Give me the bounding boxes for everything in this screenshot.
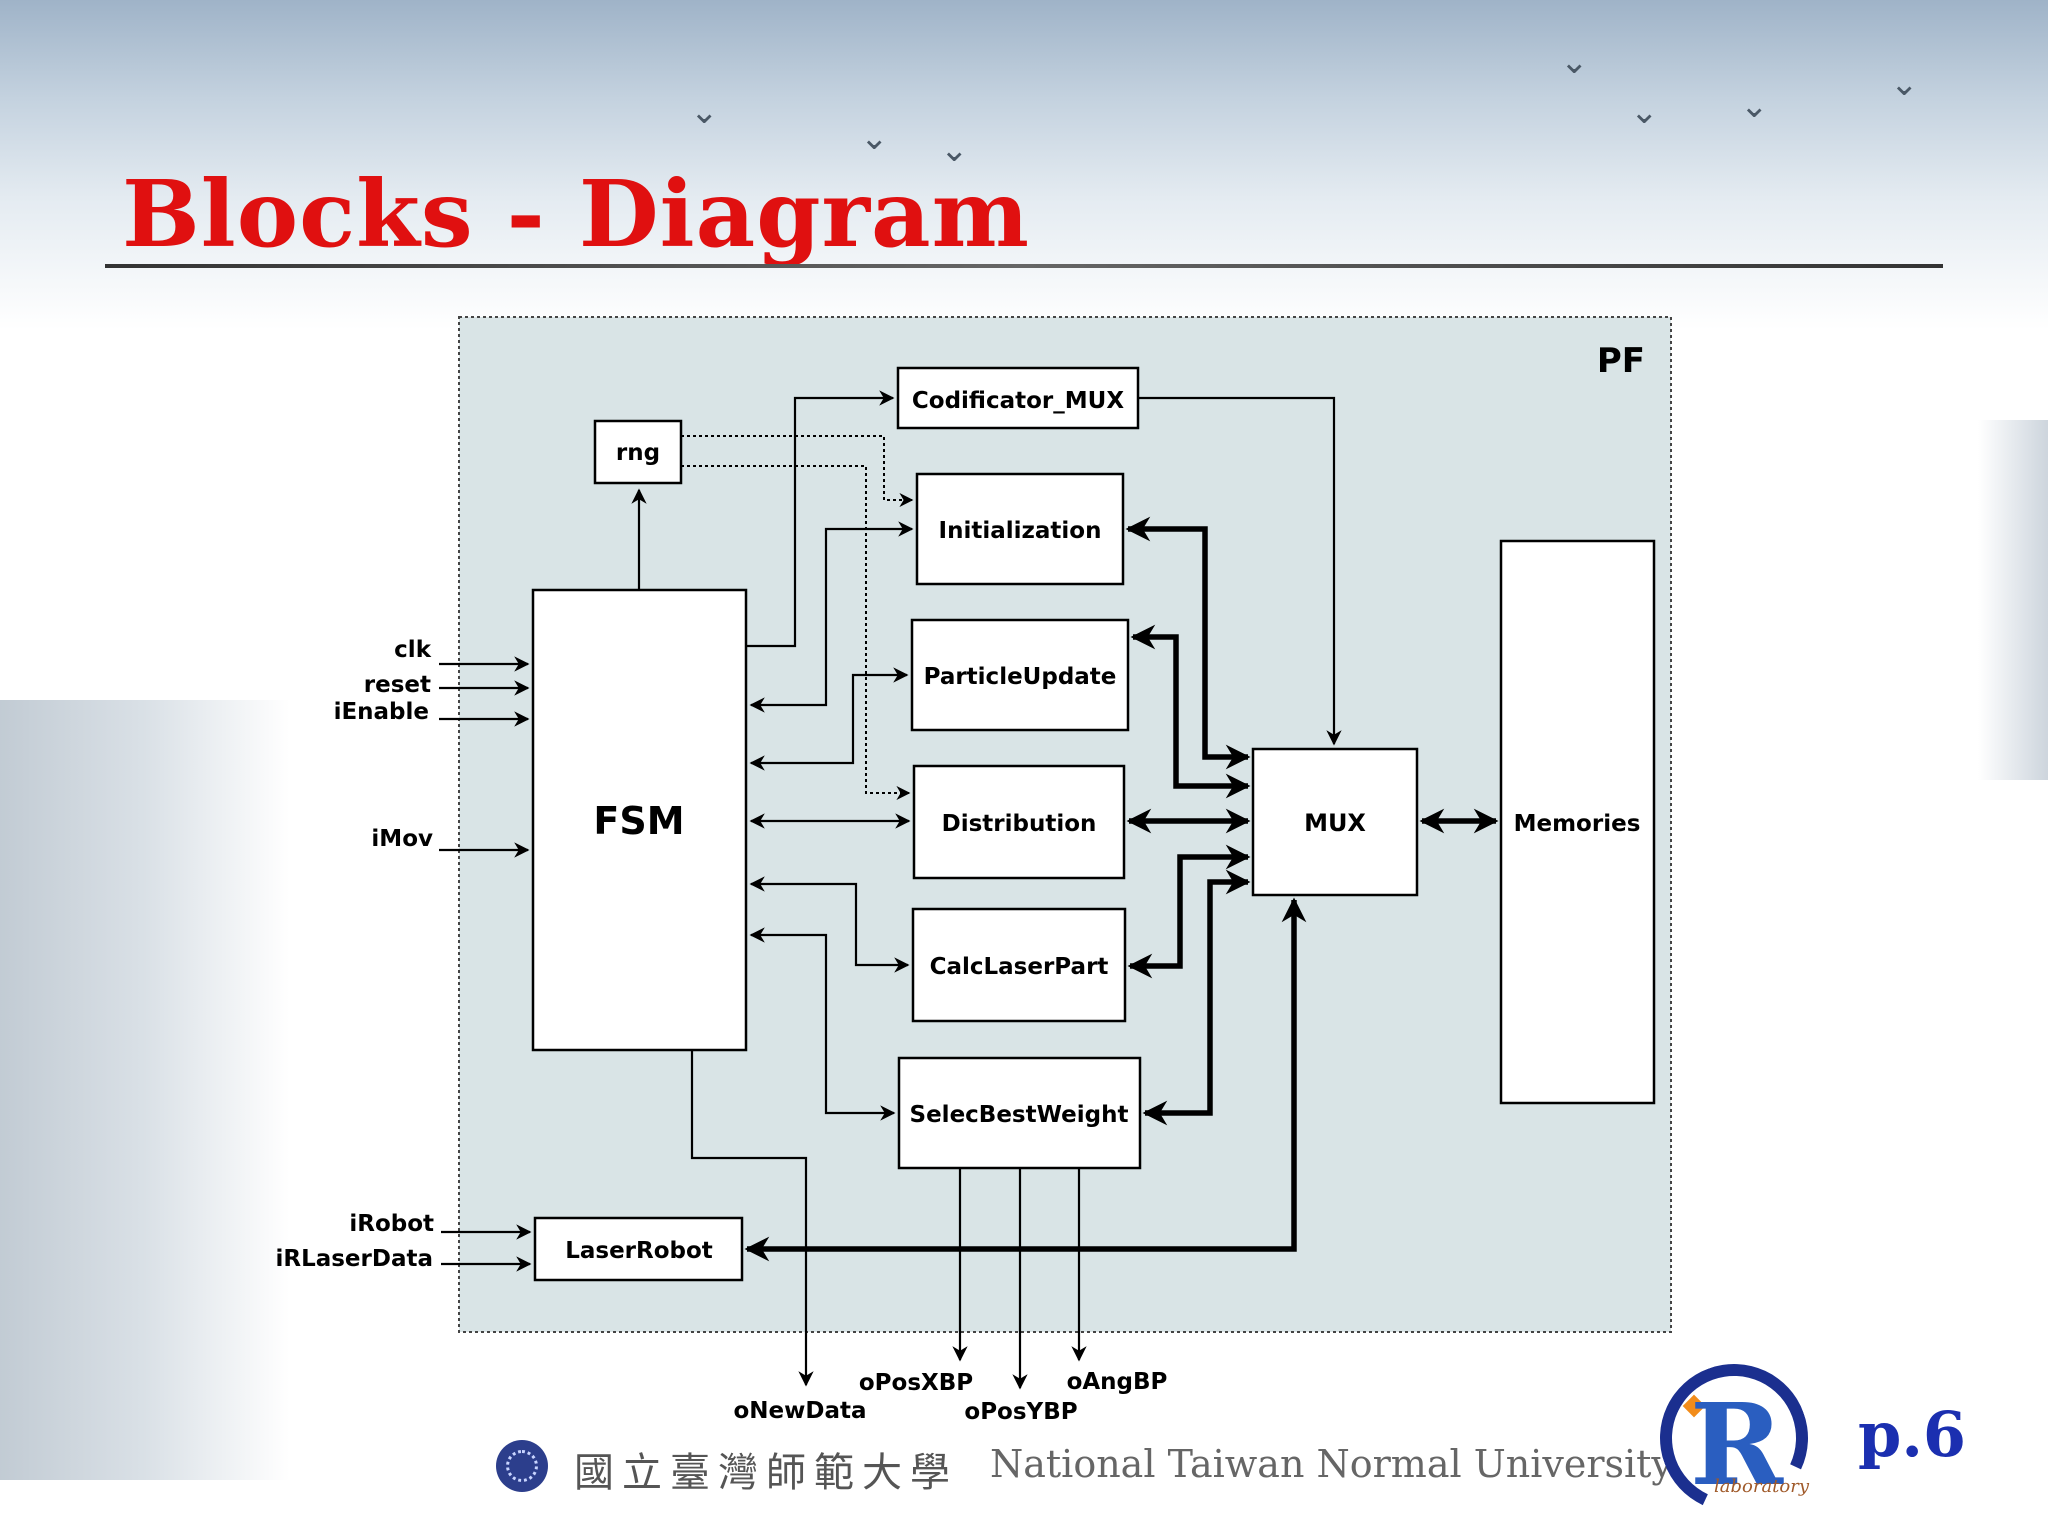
lab-logo-word: laboratory	[1714, 1476, 1810, 1497]
bird-icon: ⌄	[940, 130, 969, 170]
bird-icon: ⌄	[1560, 42, 1589, 82]
memories-block: Memories	[1499, 539, 1656, 1105]
bus-lines	[744, 516, 1499, 1262]
university-seal-icon	[496, 1440, 548, 1492]
initialization-block: Initialization	[915, 472, 1125, 586]
fsm-label: FSM	[593, 799, 684, 843]
lab-logo-letter: R	[1690, 1380, 1784, 1511]
irlaserdata-label: iRLaserData	[275, 1246, 433, 1272]
fsm-block: FSM	[531, 588, 748, 1052]
rng-dotted-lines	[681, 435, 914, 800]
rng-to-distribution-line	[681, 465, 911, 800]
mux-label: MUX	[1304, 809, 1366, 837]
university-name-cn: 國立臺灣師範大學	[574, 1450, 958, 1496]
laser-robot-label: LaserRobot	[565, 1238, 713, 1264]
distribution-block: Distribution	[912, 764, 1126, 880]
laserrobot-mux-bus	[744, 897, 1307, 1262]
bird-icon: ⌄	[1740, 86, 1769, 126]
memories-label: Memories	[1514, 811, 1641, 837]
ienable-label: iEnable	[334, 699, 429, 725]
page-number: p.6	[1858, 1398, 1967, 1471]
building-background	[0, 700, 290, 1480]
codificator-mux-label: Codificator_MUX	[912, 388, 1124, 414]
rng-label: rng	[616, 440, 660, 466]
codificator-to-mux-arrow	[1138, 396, 1342, 746]
bird-icon: ⌄	[860, 118, 889, 158]
clk-label: clk	[394, 637, 432, 663]
irobot-label: iRobot	[349, 1211, 434, 1237]
onewdata-label: oNewData	[733, 1398, 866, 1424]
oangbp-label: oAngBP	[1067, 1369, 1168, 1395]
laser-robot-block: LaserRobot	[533, 1216, 744, 1282]
bird-icon: ⌄	[1630, 92, 1659, 132]
oposybp-label: oPosYBP	[964, 1399, 1077, 1425]
codificator-mux-block: Codificator_MUX	[896, 366, 1140, 430]
selec-best-weight-block: SelecBestWeight	[897, 1056, 1142, 1170]
university-name-en: National Taiwan Normal University	[990, 1442, 1673, 1486]
side-background	[1978, 420, 2048, 780]
reset-label: reset	[364, 672, 431, 698]
calc-laser-part-block: CalcLaserPart	[911, 907, 1127, 1023]
selec-best-weight-label: SelecBestWeight	[910, 1102, 1129, 1128]
imov-label: iMov	[371, 826, 433, 852]
distribution-label: Distribution	[942, 811, 1097, 837]
rng-to-initialization-line	[681, 435, 914, 507]
particleupdate-mux-bus	[1130, 624, 1251, 799]
pf-label: PF	[1597, 341, 1645, 381]
title-underline	[105, 264, 1943, 268]
sky-background	[0, 0, 2048, 330]
bird-icon: ⌄	[1890, 64, 1919, 104]
fsm-particleupdate-arrow	[749, 667, 909, 771]
slide-title: Blocks - Diagram	[122, 160, 1030, 268]
particle-update-label: ParticleUpdate	[924, 664, 1117, 690]
calc-laser-part-label: CalcLaserPart	[930, 954, 1109, 980]
mux-block: MUX	[1251, 747, 1419, 897]
initialization-label: Initialization	[939, 518, 1102, 544]
bird-icon: ⌄	[690, 92, 719, 132]
oposxbp-label: oPosXBP	[859, 1370, 973, 1396]
particle-update-block: ParticleUpdate	[910, 618, 1130, 732]
rng-block: rng	[593, 419, 683, 485]
